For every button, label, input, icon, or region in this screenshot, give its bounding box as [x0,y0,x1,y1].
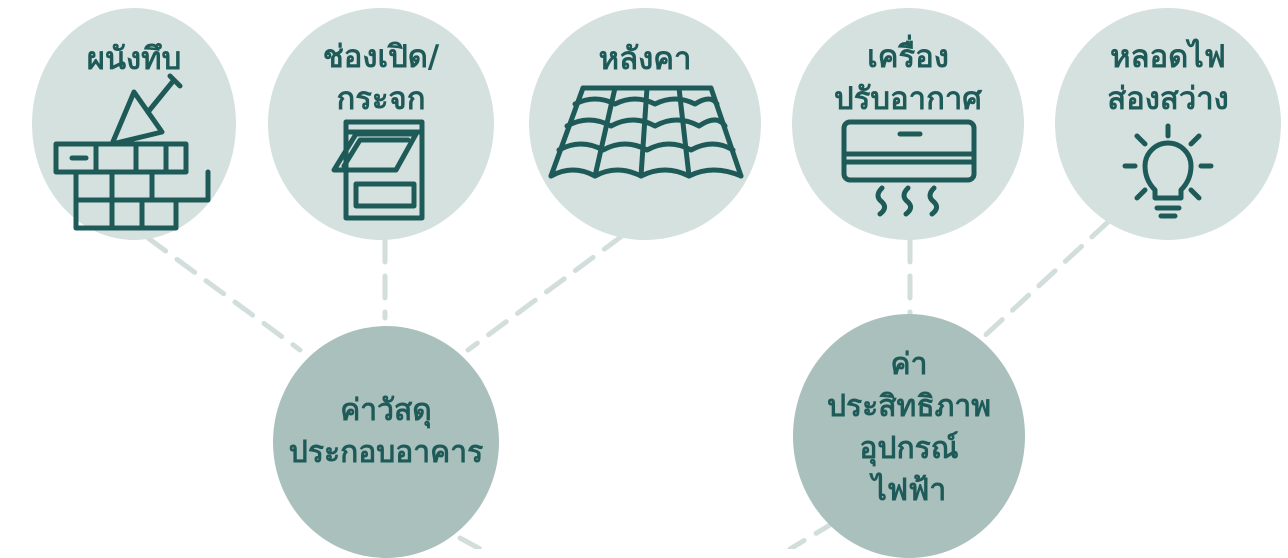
connector-materials-down [457,535,483,549]
category-lighting: หลอดไฟ ส่องสว่าง [1055,8,1281,240]
category-walls-label: ผนังทึบ [86,41,182,77]
category-roof-label: หลังคา [598,41,692,77]
category-lighting-label: หลอดไฟ ส่องสว่าง [1107,39,1229,117]
category-windows: ช่องเปิด/ กระจก [268,8,494,240]
category-walls: ผนังทึบ [32,8,236,240]
category-air-conditioner-label: เครื่อง ปรับอากาศ [834,39,982,117]
connector-light-to-equipment [975,219,1111,345]
connector-equipment-down [787,519,838,549]
roof-tiles-icon [548,85,744,179]
category-roof: หลังคา [529,8,761,240]
hub-building-materials-label: ค่าวัสดุ ประกอบอาคาร [288,393,484,470]
air-conditioner-icon [841,119,977,217]
hub-equipment-efficiency-label: ค่า ประสิทธิภาพ อุปกรณ์ ไฟฟ้า [826,347,992,508]
connector-roof-to-materials [465,233,625,353]
hub-equipment-efficiency: ค่า ประสิทธิภาพ อุปกรณ์ ไฟฟ้า [793,314,1025,558]
brick-wall-trowel-icon [53,73,211,231]
category-windows-label: ช่องเปิด/ กระจก [322,39,440,117]
connector-walls-to-materials [145,235,303,353]
light-bulb-icon [1122,123,1214,219]
hub-building-materials: ค่าวัสดุ ประกอบอาคาร [273,326,499,558]
category-air-conditioner: เครื่อง ปรับอากาศ [792,8,1024,240]
window-icon [331,119,425,221]
